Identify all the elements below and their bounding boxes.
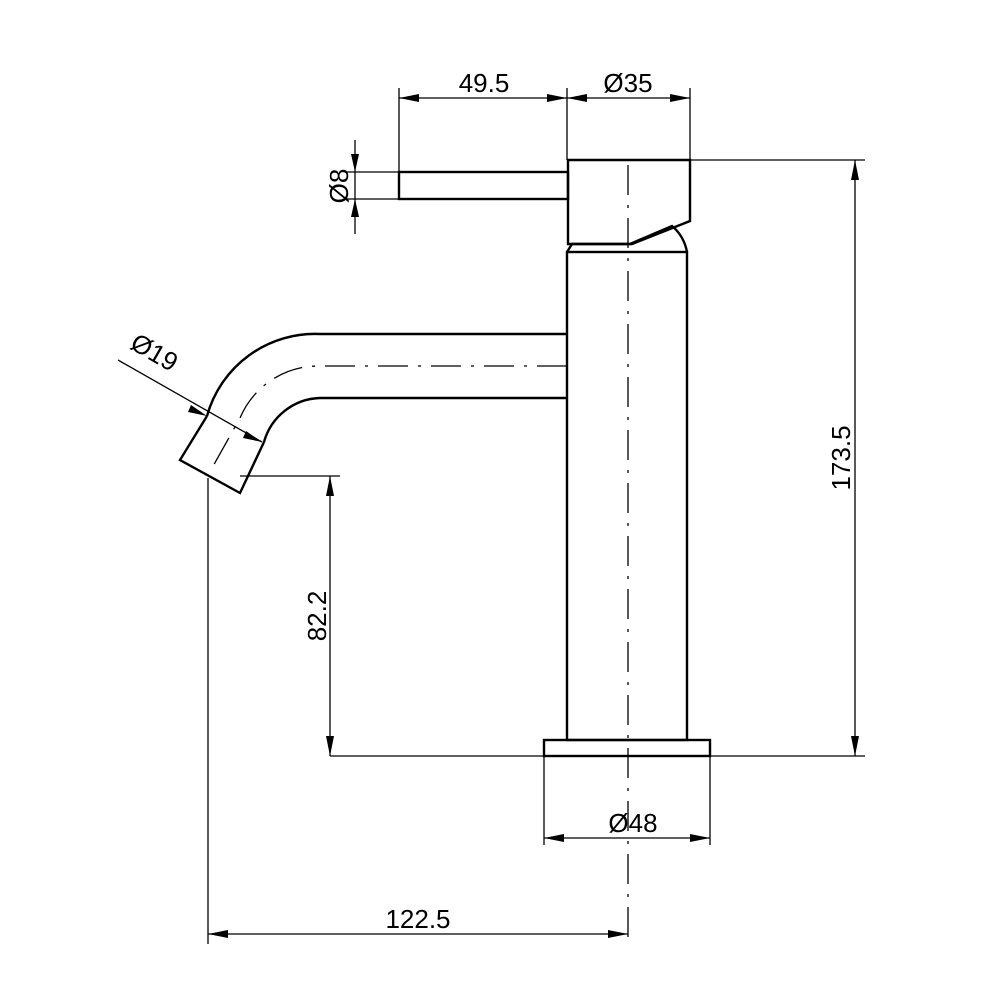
label-spout-height: 82.2 [302, 591, 332, 642]
dimension-body-diameter: Ø35 [567, 68, 691, 160]
spout-outer-contour [205, 332, 567, 417]
handle-block [566, 158, 692, 246]
spout-centerline [211, 365, 567, 469]
spout-inner-contour [262, 396, 567, 443]
dimension-spout-height: 82.2 [240, 475, 544, 757]
dimension-total-height: 173.5 [690, 159, 865, 757]
label-lever-length: 49.5 [459, 68, 510, 98]
label-body-diameter: Ø35 [603, 68, 652, 98]
label-lever-diameter: Ø8 [324, 169, 354, 204]
faucet-body-group [178, 158, 712, 758]
dimension-lever-diameter: Ø8 [324, 140, 399, 234]
dimension-lever-length: 49.5 [398, 68, 568, 172]
faucet-base [542, 738, 712, 758]
label-total-height: 173.5 [826, 425, 856, 490]
label-base-diameter: Ø48 [608, 808, 657, 838]
label-spout-reach: 122.5 [385, 904, 450, 934]
lever-rod [397, 170, 570, 201]
dimension-spout-reach: 122.5 [207, 478, 628, 944]
spout-tip [178, 415, 266, 495]
faucet-body [565, 250, 689, 742]
dimension-base-diameter: Ø48 [543, 756, 711, 845]
dimension-spout-diameter: Ø19 [117, 327, 263, 443]
